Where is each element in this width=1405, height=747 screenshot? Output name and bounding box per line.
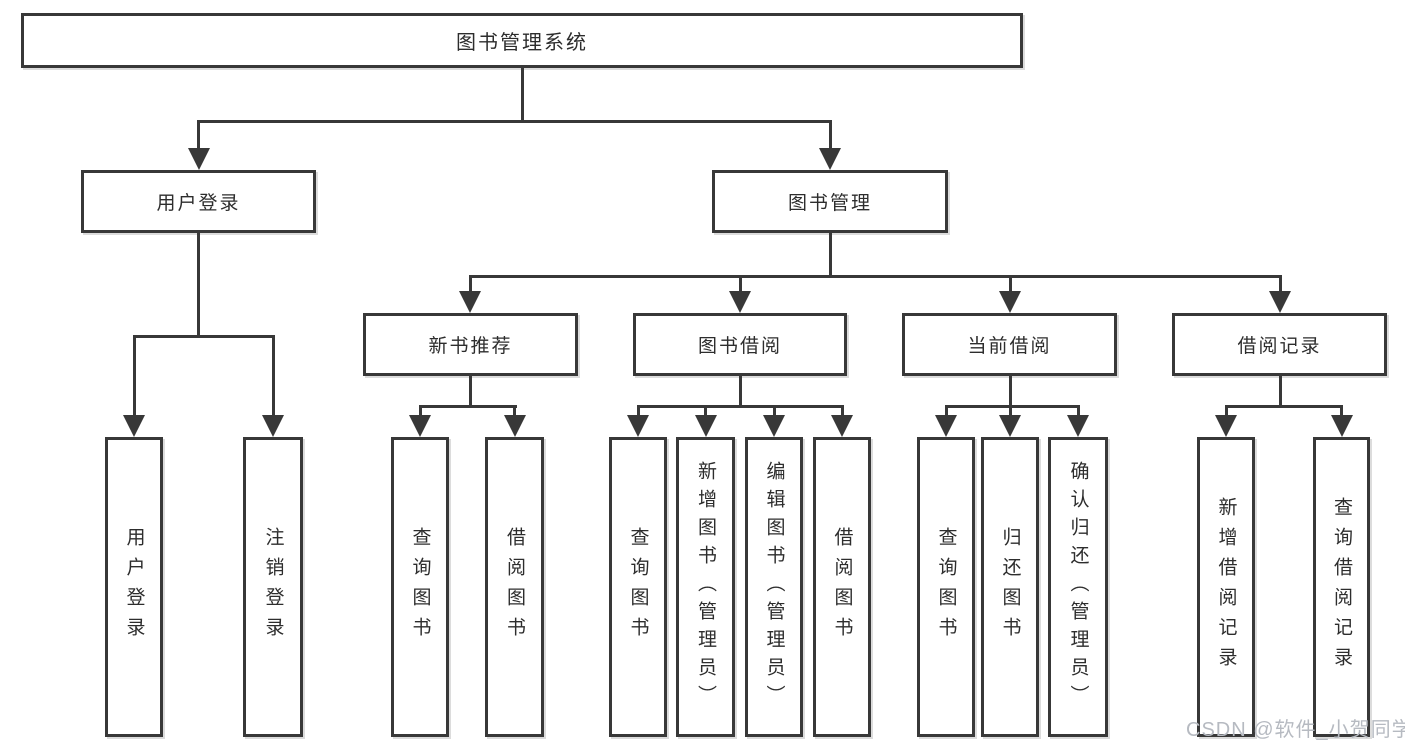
arrow-to-add-books xyxy=(694,406,717,437)
leaf-label: 查询借阅记录 xyxy=(1331,497,1352,677)
leaf-label: 借阅图书 xyxy=(831,527,853,647)
node-book-management: 图书管理 xyxy=(712,170,948,233)
arrow-to-book-borrowing xyxy=(729,276,751,313)
connector-new-book-branch xyxy=(418,404,517,408)
node-label: 图书借阅 xyxy=(697,336,782,357)
leaf-label: 确认归还（管理员） xyxy=(1067,461,1089,713)
leaf-label: 新增借阅记录 xyxy=(1215,497,1237,677)
leaf-edit-books-admin: 编辑图书（管理员） xyxy=(745,437,803,737)
arrow-to-leaf-logout xyxy=(262,336,284,437)
leaf-label: 注销登录 xyxy=(262,527,284,647)
connector-user-login-branch xyxy=(132,334,275,338)
leaf-label: 用户登录 xyxy=(123,527,145,647)
arrow-to-return-books xyxy=(999,406,1021,437)
leaf-query-books-2: 查询图书 xyxy=(609,437,667,737)
leaf-confirm-return-admin: 确认归还（管理员） xyxy=(1048,437,1108,737)
node-label: 新书推荐 xyxy=(428,336,513,357)
leaf-label: 查询图书 xyxy=(627,527,649,647)
leaf-label: 新增图书（管理员） xyxy=(695,461,716,713)
node-label: 图书管理 xyxy=(787,193,872,214)
leaf-label: 查询图书 xyxy=(409,527,431,647)
arrow-to-borrow-books-1 xyxy=(503,406,526,437)
connector-current-borrowing-branch xyxy=(944,404,1080,408)
leaf-borrow-books-1: 借阅图书 xyxy=(485,437,544,737)
leaf-label: 借阅图书 xyxy=(504,527,525,647)
node-new-book-recommend: 新书推荐 xyxy=(363,313,578,376)
leaf-query-books-1: 查询图书 xyxy=(391,437,449,737)
arrow-to-query-books-3 xyxy=(935,406,957,437)
connector-book-borrowing-stem xyxy=(738,376,742,406)
node-current-borrowing: 当前借阅 xyxy=(902,313,1117,376)
node-label: 当前借阅 xyxy=(967,336,1052,357)
connector-book-management-stem xyxy=(828,233,832,276)
node-borrowing-records: 借阅记录 xyxy=(1172,313,1387,376)
leaf-query-books-3: 查询图书 xyxy=(917,437,975,737)
connector-borrowing-records-branch xyxy=(1224,404,1343,408)
connector-current-borrowing-stem xyxy=(1008,376,1012,406)
arrow-to-borrow-books-2 xyxy=(831,406,853,437)
connector-new-book-stem xyxy=(468,376,472,406)
arrow-to-leaf-user-login xyxy=(123,336,145,437)
node-user-login: 用户登录 xyxy=(81,170,316,233)
leaf-return-books: 归还图书 xyxy=(981,437,1039,737)
leaf-query-borrow-record: 查询借阅记录 xyxy=(1313,437,1370,737)
node-label: 图书管理系统 xyxy=(456,32,588,54)
arrow-to-user-login xyxy=(187,120,210,170)
arrow-to-confirm-return xyxy=(1067,406,1089,437)
leaf-label: 查询图书 xyxy=(935,527,957,647)
arrow-to-new-book-recommend xyxy=(459,276,481,313)
node-label: 用户登录 xyxy=(156,193,241,214)
leaf-add-borrow-record: 新增借阅记录 xyxy=(1197,437,1255,737)
leaf-user-login: 用户登录 xyxy=(105,437,163,737)
node-label: 借阅记录 xyxy=(1237,336,1322,357)
connector-level1-branch xyxy=(197,119,831,123)
leaf-add-books-admin: 新增图书（管理员） xyxy=(676,437,735,737)
connector-root-stem xyxy=(520,68,524,121)
connector-level2-branch xyxy=(468,274,1282,278)
arrow-to-add-borrow-record xyxy=(1215,406,1237,437)
arrow-to-edit-books xyxy=(763,406,785,437)
connector-book-borrowing-branch xyxy=(636,404,844,408)
leaf-label: 编辑图书（管理员） xyxy=(763,461,785,713)
connector-borrowing-records-stem xyxy=(1278,376,1282,406)
arrow-to-borrowing-records xyxy=(1269,276,1291,313)
arrow-to-query-borrow-record xyxy=(1330,406,1353,437)
arrow-to-current-borrowing xyxy=(999,276,1021,313)
leaf-label: 归还图书 xyxy=(999,527,1021,647)
connector-user-login-stem xyxy=(197,233,200,336)
leaf-logout: 注销登录 xyxy=(243,437,303,737)
arrow-to-query-books-1 xyxy=(409,406,431,437)
csdn-watermark: CSDN @软件_小贺同学 xyxy=(1186,719,1405,741)
arrow-to-book-management xyxy=(819,120,841,170)
leaf-borrow-books-2: 借阅图书 xyxy=(813,437,871,737)
arrow-to-query-books-2 xyxy=(627,406,649,437)
node-book-borrowing: 图书借阅 xyxy=(633,313,847,376)
node-library-system: 图书管理系统 xyxy=(21,13,1023,68)
